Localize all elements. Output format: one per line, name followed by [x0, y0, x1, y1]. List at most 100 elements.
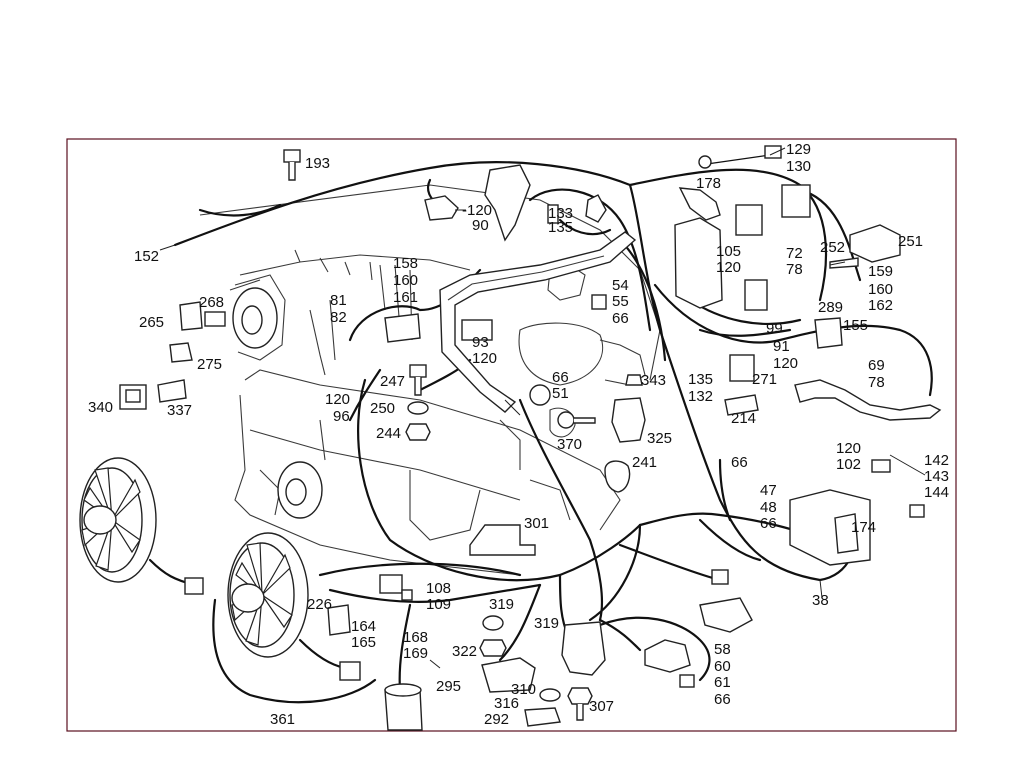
label-152: 152	[134, 248, 159, 265]
label-226: 226	[307, 596, 332, 613]
label-66: 66	[760, 515, 777, 532]
part-214	[724, 394, 759, 416]
label-81: 81	[330, 292, 347, 309]
label-72: 72	[786, 245, 803, 262]
label-91: 91	[773, 338, 790, 355]
label-47: 47	[760, 482, 777, 499]
label-54: 54	[612, 277, 629, 294]
part-158-161	[384, 313, 421, 343]
label-96: 96	[333, 408, 350, 425]
label-143: 143	[924, 468, 949, 485]
label-316: 316	[494, 695, 519, 712]
bracket-301	[469, 524, 536, 556]
connectors-108-109	[379, 574, 413, 601]
electric-fan-left	[79, 457, 204, 595]
module-174	[789, 489, 871, 566]
label-343: 343	[641, 372, 666, 389]
label-120: -120	[462, 202, 492, 219]
label-252: 252	[820, 239, 845, 256]
label-120: 120	[716, 259, 741, 276]
label-108: 108	[426, 580, 451, 597]
relay-251	[829, 224, 901, 269]
label-48: 48	[760, 499, 777, 516]
label-161: 161	[393, 289, 418, 306]
main-wiring-harness	[173, 154, 933, 704]
label-66: 66	[612, 310, 629, 327]
harness-duct	[439, 231, 637, 413]
label-105: 105	[716, 243, 741, 260]
label-340: 340	[88, 399, 113, 416]
diagram-frame	[66, 138, 957, 732]
label-165: 165	[351, 634, 376, 651]
connector-178	[678, 155, 721, 221]
label-155: 155	[843, 317, 868, 334]
connector-133-135	[547, 194, 607, 224]
relays-72-78	[735, 184, 811, 311]
label-322: 322	[452, 643, 477, 660]
label-135: 135	[548, 219, 573, 236]
label-99: 99	[766, 320, 783, 337]
part-number-labels: 193 152 -120 90 133 135 178 129 130 105 …	[88, 141, 949, 728]
label-129: 129	[786, 141, 811, 158]
label-132: 132	[688, 388, 713, 405]
label-120: 120	[836, 440, 861, 457]
label-301: 301	[524, 515, 549, 532]
label-109: 109	[426, 596, 451, 613]
label-361: 361	[270, 711, 295, 728]
label-193: 193	[305, 155, 330, 172]
label-307: 307	[589, 698, 614, 715]
label-174: 174	[851, 519, 876, 536]
label-162: 162	[868, 297, 893, 314]
label-271: 271	[752, 371, 777, 388]
label-120: 120	[472, 350, 497, 367]
connector-129-130	[764, 145, 782, 159]
valve-325	[611, 397, 646, 443]
control-unit-105-120	[674, 217, 723, 309]
connector-54-55	[591, 294, 607, 310]
label-133: 133	[548, 205, 573, 222]
sensor-58-66	[644, 639, 695, 688]
label-93: 93	[472, 334, 489, 351]
label-241: 241	[632, 454, 657, 471]
label-60: 60	[714, 658, 731, 675]
label-66: 66	[714, 691, 731, 708]
label-265: 265	[139, 314, 164, 331]
label-66: 66	[552, 369, 569, 386]
module-155	[814, 317, 843, 349]
bolt-193	[283, 149, 301, 181]
bolt-247	[409, 364, 427, 396]
label-337: 337	[167, 402, 192, 419]
label-289: 289	[818, 299, 843, 316]
label-160: 160	[868, 281, 893, 298]
label-78: 78	[868, 374, 885, 391]
label-78: 78	[786, 261, 803, 278]
label-142: 142	[924, 452, 949, 469]
label-319: 319	[489, 596, 514, 613]
connector-142-144	[871, 459, 925, 518]
label-319: 319	[534, 615, 559, 632]
label-158: 158	[393, 255, 418, 272]
part-upper-right-connectors	[699, 569, 753, 633]
label-144: 144	[924, 484, 949, 501]
connector-93	[461, 319, 493, 341]
label-135: 135	[688, 371, 713, 388]
bracket-295-310	[481, 657, 536, 693]
label-250: 250	[370, 400, 395, 417]
part-271	[729, 354, 755, 382]
bolt-307	[567, 687, 593, 721]
label-159: 159	[868, 263, 893, 280]
label-268: 268	[199, 294, 224, 311]
sensor-268-265	[179, 301, 226, 331]
part-292-316	[524, 688, 561, 727]
part-241	[604, 460, 631, 493]
label-61: 61	[714, 674, 731, 691]
leader-lines	[159, 147, 926, 669]
front-pulley	[232, 274, 323, 519]
label-247: 247	[380, 373, 405, 390]
part-340	[119, 384, 147, 410]
label-82: 82	[330, 309, 347, 326]
bolt-370	[557, 411, 596, 429]
label-130: 130	[786, 158, 811, 175]
label-66: 66	[731, 454, 748, 471]
